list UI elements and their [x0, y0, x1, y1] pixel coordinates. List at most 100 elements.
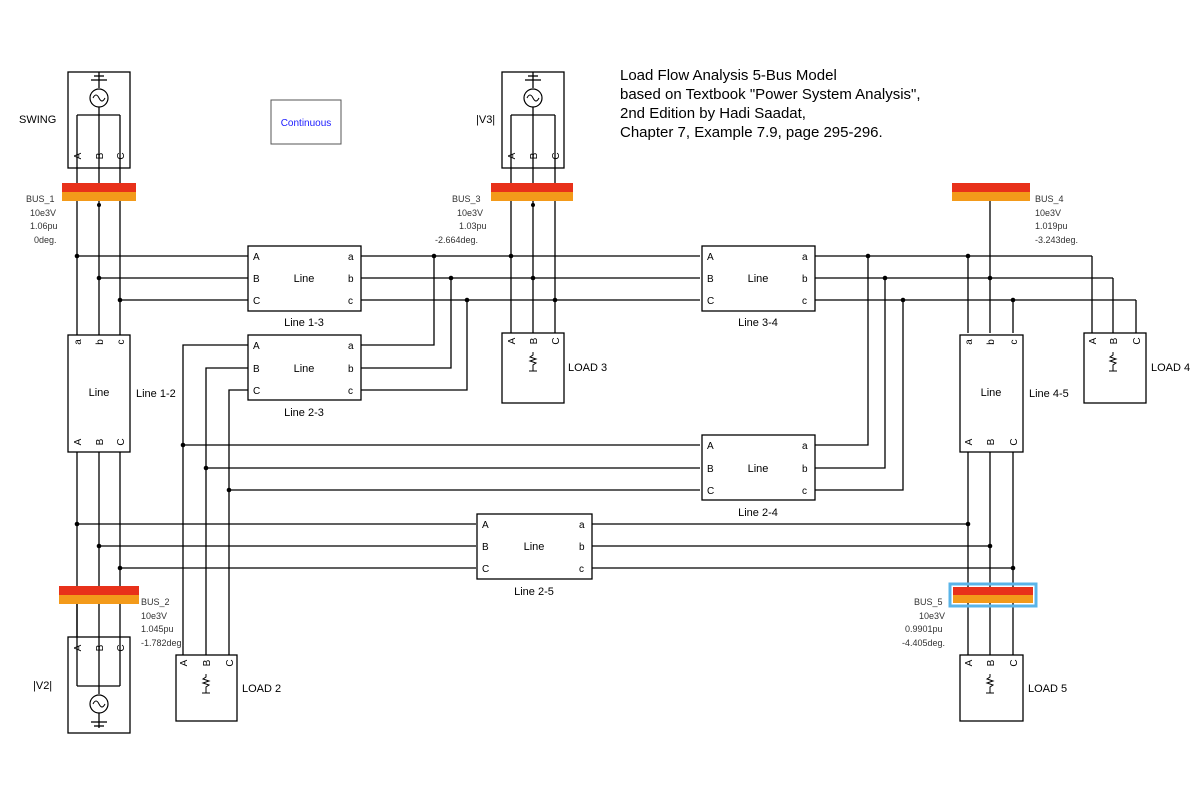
bus-annotation-text: BUS_1: [26, 194, 55, 204]
port-label: B: [529, 152, 540, 159]
port-label: A: [253, 252, 260, 263]
bus-annotation-text: -3.243deg.: [1035, 235, 1078, 245]
port-label: B: [986, 659, 997, 666]
line-block-label: Line: [524, 541, 545, 553]
port-label: A: [482, 520, 489, 531]
resistor-icon: [201, 674, 211, 694]
line-1-3-block[interactable]: A B C a b c Line Line 1-3: [247, 245, 362, 329]
bus5-busbar[interactable]: [948, 582, 1038, 608]
port-label: c: [802, 296, 807, 307]
port-label: b: [348, 364, 354, 375]
load4-label: LOAD 4: [1151, 362, 1190, 374]
line-2-5-name: Line 2-5: [514, 586, 554, 598]
load5-block[interactable]: A B C LOAD 5: [959, 654, 1067, 722]
line-4-5-name: Line 4-5: [1029, 388, 1069, 400]
bus-annotation-text: BUS_2: [141, 597, 170, 607]
port-label: b: [802, 464, 808, 475]
line-1-2-name: Line 1-2: [136, 388, 176, 400]
line-block-label: Line: [89, 387, 110, 399]
resistor-icon: [1108, 352, 1118, 372]
port-label: a: [802, 252, 808, 263]
bus3-busbar[interactable]: [491, 183, 573, 201]
bus-annotation-text: 1.03pu: [459, 221, 487, 231]
port-label: C: [1009, 438, 1020, 445]
bus1-busbar[interactable]: [62, 183, 136, 201]
port-label: C: [707, 296, 714, 307]
powergui-block[interactable]: Continuous: [270, 99, 342, 145]
port-label: b: [986, 339, 997, 345]
port-label: c: [348, 386, 353, 397]
line-3-4-block[interactable]: A B C a b c Line Line 3-4: [701, 245, 816, 329]
port-label: C: [551, 152, 562, 159]
port-label: A: [707, 441, 714, 452]
line-2-3-block[interactable]: A B C a b c Line Line 2-3: [247, 334, 362, 419]
v2-source-block[interactable]: A B C |V2|: [33, 636, 131, 734]
load3-label: LOAD 3: [568, 362, 607, 374]
bus-annotation-text: 10e3V: [141, 611, 167, 621]
swing-source-block[interactable]: A B C SWING: [19, 71, 131, 169]
port-label: C: [116, 438, 127, 445]
port-label: a: [73, 339, 84, 345]
line-block-label: Line: [294, 273, 315, 285]
port-label: B: [95, 438, 106, 445]
swing-label: SWING: [19, 114, 56, 126]
line-1-3-name: Line 1-3: [284, 317, 324, 329]
bus-annotation-text: 10e3V: [30, 208, 56, 218]
line-2-4-block[interactable]: A B C a b c Line Line 2-4: [701, 434, 816, 519]
line-2-5-block[interactable]: A B C a b c Line Line 2-5: [476, 513, 593, 598]
port-label: B: [202, 659, 213, 666]
bus2-annotation: BUS_2 10e3V 1.045pu -1.782deg.: [141, 597, 184, 648]
wires: [76, 168, 1137, 655]
v3-label: |V3|: [476, 114, 495, 126]
v3-source-block[interactable]: A B C |V3|: [476, 71, 565, 169]
port-label: B: [986, 438, 997, 445]
port-label: B: [95, 152, 106, 159]
title-line-2: based on Textbook "Power System Analysis…: [620, 86, 921, 103]
bus-annotation-text: 0.9901pu: [905, 624, 943, 634]
port-label: A: [179, 659, 190, 666]
port-label: A: [507, 337, 518, 344]
port-label: C: [482, 564, 489, 575]
bus5-annotation: BUS_5 10e3V 0.9901pu -4.405deg.: [902, 597, 945, 648]
port-label: B: [707, 464, 714, 475]
port-label: A: [964, 659, 975, 666]
port-label: c: [802, 486, 807, 497]
port-label: B: [1109, 337, 1120, 344]
port-label: C: [253, 296, 260, 307]
line-4-5-block[interactable]: a b c A B C Line Line 4-5: [959, 334, 1069, 453]
bus4-busbar[interactable]: [952, 183, 1030, 201]
port-label: B: [707, 274, 714, 285]
bus-annotation-text: -4.405deg.: [902, 638, 945, 648]
port-label: a: [964, 339, 975, 345]
line-2-4-name: Line 2-4: [738, 507, 778, 519]
load5-label: LOAD 5: [1028, 683, 1067, 695]
bus-annotation-text: 10e3V: [919, 611, 945, 621]
port-label: A: [707, 252, 714, 263]
port-label: a: [348, 252, 354, 263]
port-label: C: [1009, 659, 1020, 666]
port-label: A: [253, 341, 260, 352]
port-label: A: [964, 438, 975, 445]
bus-annotation-text: BUS_4: [1035, 194, 1064, 204]
load2-block[interactable]: A B C LOAD 2: [175, 654, 281, 722]
title-line-3: 2nd Edition by Hadi Saadat,: [620, 105, 806, 122]
port-label: b: [579, 542, 585, 553]
line-block-label: Line: [748, 463, 769, 475]
port-label: a: [802, 441, 808, 452]
bus-annotation-text: BUS_5: [914, 597, 943, 607]
port-label: B: [482, 542, 489, 553]
line-2-3-name: Line 2-3: [284, 407, 324, 419]
load3-block[interactable]: A B C LOAD 3: [501, 332, 607, 404]
line-block-label: Line: [294, 363, 315, 375]
bus-annotation-text: 10e3V: [1035, 208, 1061, 218]
bus2-busbar[interactable]: [59, 586, 139, 604]
line-1-2-block[interactable]: a b c A B C Line Line 1-2: [67, 334, 176, 453]
port-label: B: [529, 337, 540, 344]
load4-block[interactable]: A B C LOAD 4: [1083, 332, 1190, 404]
bus-annotation-text: 10e3V: [457, 208, 483, 218]
bus-annotation-text: -2.664deg.: [435, 235, 478, 245]
bus-annotation-text: 1.06pu: [30, 221, 58, 231]
port-label: A: [73, 152, 84, 159]
model-title: Load Flow Analysis 5-Bus Model based on …: [620, 67, 921, 141]
